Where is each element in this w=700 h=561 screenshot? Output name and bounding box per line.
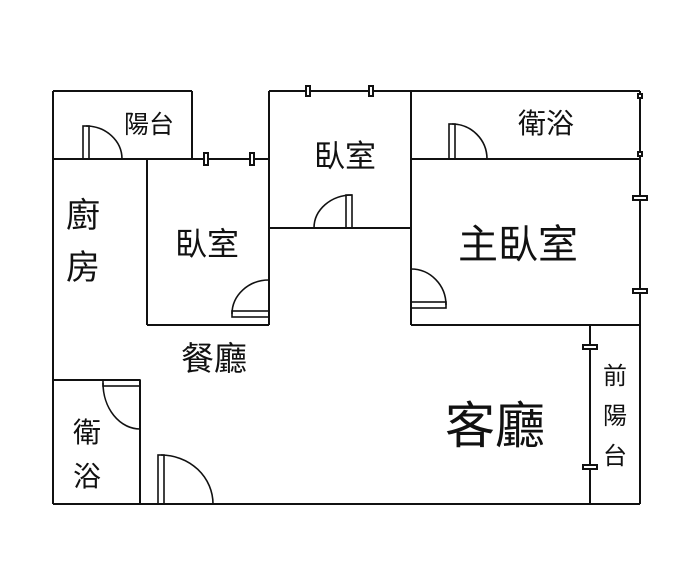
room-labels: 陽台 臥室 衛浴 廚 房 臥室 主臥室 餐廳 客廳 衛 浴 前 陽 台	[66, 107, 627, 493]
label-living: 客廳	[445, 397, 545, 455]
door-entrance	[157, 454, 214, 505]
label-master-bedroom: 主臥室	[458, 222, 578, 268]
label-kitchen-line2: 房	[66, 248, 100, 288]
label-front-balcony-line2: 陽	[603, 402, 627, 430]
doors	[82, 123, 488, 505]
label-balcony-top: 陽台	[124, 110, 174, 139]
label-dining: 餐廳	[181, 339, 247, 378]
door-bathroom-left	[102, 379, 141, 430]
window-marks	[203, 85, 648, 470]
door-bedroom-top	[313, 194, 353, 229]
door-bathroom-top	[448, 123, 488, 160]
label-bedroom-top: 臥室	[314, 139, 376, 175]
door-bedroom-middle	[231, 279, 270, 318]
walls	[52, 90, 641, 505]
label-kitchen-line1: 廚	[66, 196, 100, 236]
label-bathroom-left-line1: 衛	[73, 416, 101, 449]
label-front-balcony-line1: 前	[603, 362, 627, 390]
door-master-bedroom	[410, 268, 447, 309]
door-balcony-top	[82, 125, 123, 160]
label-bathroom-left-line2: 浴	[73, 460, 101, 493]
label-bathroom-top: 衛浴	[518, 107, 574, 140]
label-bedroom-middle: 臥室	[175, 225, 239, 263]
label-front-balcony-line3: 台	[603, 442, 627, 470]
